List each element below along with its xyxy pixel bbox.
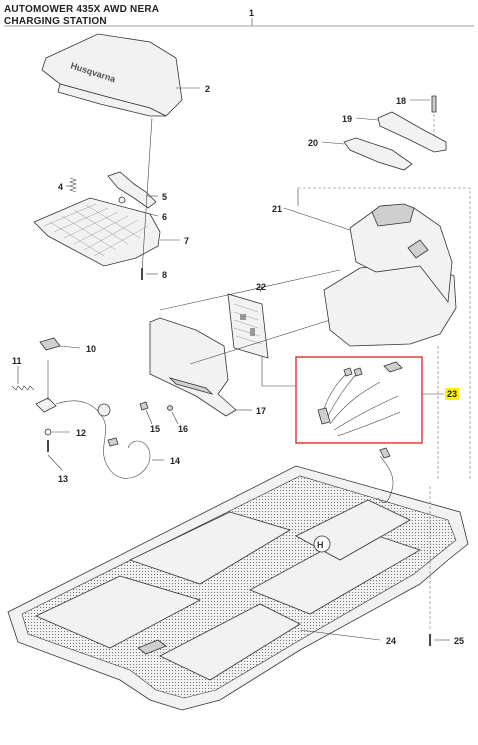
part-cable-harness-23 [295,356,444,444]
part-cover: Husqvarna [41,33,200,117]
part-screw-13 [47,440,63,471]
callout-6: 6 [162,212,167,222]
callout-17: 17 [256,406,266,416]
callout-25: 25 [454,636,464,646]
assembly-leader-1 [4,18,474,27]
callout-11: 11 [12,356,22,366]
highlight-box [295,356,423,444]
callout-7: 7 [184,236,189,246]
callout-22: 22 [256,282,266,292]
callout-8: 8 [162,270,167,280]
part-bracket-12 [35,360,70,436]
callout-18: 18 [396,96,406,106]
callout-1: 1 [249,8,254,18]
part-latch [107,171,159,217]
callout-16: 16 [178,424,188,434]
callout-10: 10 [86,344,96,354]
callout-23-highlighted: 23 [445,388,460,400]
part-clip-10 [39,337,81,351]
part-spring-4 [66,177,77,193]
part-screw-8 [141,117,158,280]
title-assembly: CHARGING STATION [4,16,107,27]
part-base-plate-24: H [7,346,469,711]
assembly-leaders [159,269,341,387]
part-trim-19 [355,111,447,153]
callout-15: 15 [150,424,160,434]
part-screw-15 [139,401,153,425]
callout-4: 4 [58,182,63,192]
callout-13: 13 [58,474,68,484]
callout-19: 19 [342,114,352,124]
svg-text:H: H [317,540,324,550]
base-logo-icon: H [313,535,331,553]
callout-20: 20 [308,138,318,148]
part-screw-25 [429,634,450,646]
part-pin-18 [410,95,437,136]
part-screw-16 [167,405,179,425]
part-grid-plate [33,197,180,267]
part-housing-21 [283,187,471,480]
callout-12: 12 [76,428,86,438]
callout-21: 21 [272,204,282,214]
part-spring-11 [11,366,35,391]
callout-14: 14 [170,456,180,466]
callout-2: 2 [205,84,210,94]
part-circuit-board [227,285,269,359]
callout-5: 5 [162,192,167,202]
part-mount-17 [149,317,252,417]
part-cable-14 [55,400,164,479]
callout-24: 24 [386,636,396,646]
title-model: AUTOMOWER 435X AWD NERA [4,4,160,15]
part-trim-20 [321,137,413,171]
